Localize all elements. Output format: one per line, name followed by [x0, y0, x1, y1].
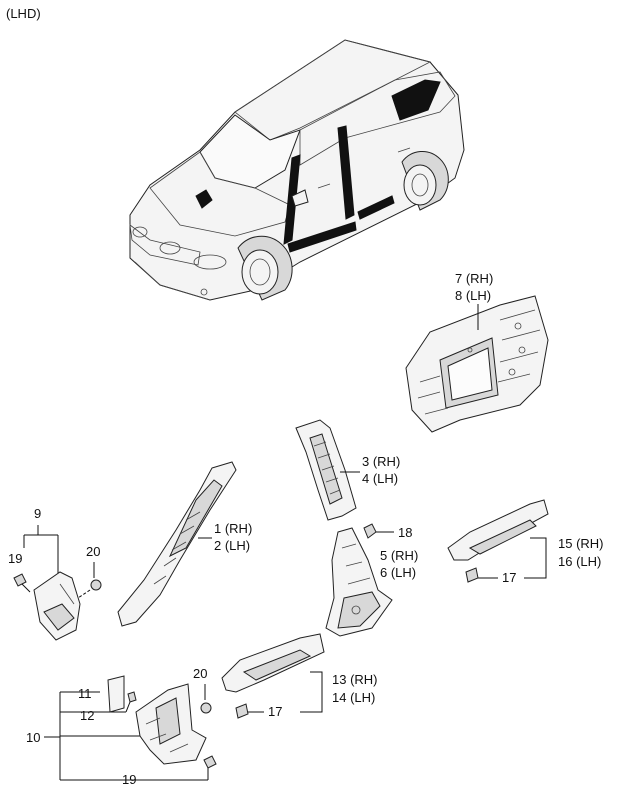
part-12-clip	[127, 691, 137, 703]
part-9-bracket	[33, 571, 81, 641]
callout-16-lh: 16 (LH)	[558, 554, 601, 569]
part-rear-scuff-plate	[447, 499, 549, 561]
callout-14-lh: 14 (LH)	[332, 690, 375, 705]
callout-17-mid: 17	[268, 704, 282, 719]
fastener-19-bottom	[203, 755, 217, 769]
callout-9: 9	[34, 506, 41, 521]
orientation-label: (LHD)	[6, 6, 41, 21]
callout-20-left: 20	[86, 544, 100, 559]
part-front-pillar-trim	[117, 461, 237, 627]
part-10-lower-trim	[135, 683, 207, 765]
callout-5-rh: 5 (RH)	[380, 548, 418, 563]
callout-4-lh: 4 (LH)	[362, 471, 398, 486]
callout-19-left-text: 19	[8, 551, 22, 566]
clip-18	[363, 523, 377, 539]
callout-8-lh: 8 (LH)	[455, 288, 491, 303]
callout-2-lh: 2 (LH)	[214, 538, 250, 553]
callout-12: 12	[80, 708, 94, 723]
callout-20-bottom: 20	[193, 666, 207, 681]
callout-10: 10	[26, 730, 40, 745]
callout-6-lh: 6 (LH)	[380, 565, 416, 580]
callout-18: 18	[398, 525, 412, 540]
clip-17-mid	[235, 703, 249, 719]
callout-3-rh: 3 (RH)	[362, 454, 400, 469]
callout-17-right: 17	[502, 570, 516, 585]
callout-7-rh: 7 (RH)	[455, 271, 493, 286]
part-upper-pillar-trim	[295, 419, 357, 521]
callout-13-rh: 13 (RH)	[332, 672, 378, 687]
callout-19-bottom: 19	[122, 772, 136, 787]
clip-17-right	[465, 567, 479, 583]
vehicle-illustration	[129, 39, 465, 301]
fastener-20-bottom	[200, 702, 212, 714]
callout-15-rh: 15 (RH)	[558, 536, 604, 551]
fastener-20-left	[90, 579, 102, 591]
callout-1-rh: 1 (RH)	[214, 521, 252, 536]
fastener-19-left	[13, 573, 27, 587]
part-front-scuff-plate	[221, 633, 325, 693]
part-center-pillar-lower	[325, 527, 393, 637]
part-quarter-trim	[405, 295, 549, 433]
part-11-cover	[107, 675, 125, 713]
callout-11: 11	[78, 686, 92, 701]
